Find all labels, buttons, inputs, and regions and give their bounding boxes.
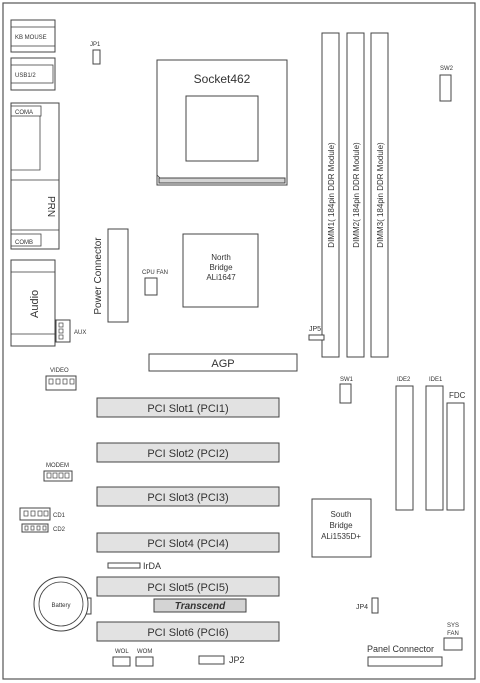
wom-connector: WOM [135, 649, 154, 667]
dimm1-slot: DIMM1( 184pin DDR Module) [321, 32, 340, 358]
sw1-label: SW1 [340, 377, 354, 383]
pci-slot-4-label: PCI Slot4 (PCI4) [147, 538, 228, 550]
sys-fan-connector: SYS FAN [443, 623, 463, 651]
panel-connector: Panel Connector [367, 644, 443, 667]
north-bridge-line1: North [211, 253, 231, 262]
pci-slot-6-label: PCI Slot6 (PCI6) [147, 627, 228, 639]
dimm3-label: DIMM3( 184pin DDR Module) [376, 142, 385, 248]
cd1-label: CD1 [53, 513, 66, 519]
pci-slot-2-label: PCI Slot2 (PCI2) [147, 448, 228, 460]
kb-mouse-port: KB MOUSE [10, 19, 56, 53]
video-connector: VIDEO [45, 368, 77, 391]
cpu-fan-label: CPU FAN [142, 270, 168, 276]
transcend-logo: Transcend [153, 598, 247, 613]
dimm2-slot: DIMM2( 184pin DDR Module) [346, 32, 365, 358]
north-bridge-line2: Bridge [209, 263, 233, 272]
pci-slot-1: PCI Slot1 (PCI1) [96, 397, 280, 418]
cpu-fan-connector: CPU FAN [142, 270, 168, 296]
aux-connector: AUX [55, 319, 86, 343]
cd2-label: CD2 [53, 527, 66, 533]
south-bridge-line1: South [331, 510, 352, 519]
ide1-connector: IDE1 [425, 377, 444, 511]
sw2-label: SW2 [440, 66, 454, 72]
socket-label: Socket462 [194, 72, 251, 86]
cd2-connector: CD2 [21, 523, 66, 533]
jp4-jumper: JP4 [356, 597, 379, 614]
power-connector-label: Power Connector [93, 237, 104, 315]
ide1-label: IDE1 [429, 377, 443, 383]
sys-fan-line1: SYS [447, 623, 459, 629]
usb-port: USB1/2 [10, 57, 56, 91]
jp5-jumper: JP5 [308, 326, 325, 341]
pci-slot-6: PCI Slot6 (PCI6) [96, 621, 280, 642]
south-bridge-line2: Bridge [329, 521, 353, 530]
comb-label: COMB [15, 240, 33, 246]
prn-label: PRN [45, 196, 56, 217]
battery: Battery [33, 576, 92, 632]
jp1-label: JP1 [90, 42, 101, 48]
pci-slot-1-label: PCI Slot1 (PCI1) [147, 403, 228, 415]
pci-slot-4: PCI Slot4 (PCI4) [96, 532, 280, 553]
pci-slot-3: PCI Slot3 (PCI3) [96, 486, 280, 507]
pci-slot-3-label: PCI Slot3 (PCI3) [147, 492, 228, 504]
agp-slot: AGP [148, 353, 298, 372]
fdc-connector: FDC [446, 391, 466, 511]
pci-slot-2: PCI Slot2 (PCI2) [96, 442, 280, 463]
panel-connector-label: Panel Connector [367, 644, 434, 654]
battery-label: Battery [51, 603, 70, 609]
north-bridge-line3: ALi1647 [206, 273, 236, 282]
north-bridge-chip: North Bridge ALi1647 [182, 233, 259, 308]
modem-connector: MODEM [43, 463, 73, 482]
cpu-socket: Socket462 [156, 59, 288, 186]
pci-slot-5-label: PCI Slot5 (PCI5) [147, 582, 228, 594]
dimm1-label: DIMM1( 184pin DDR Module) [327, 142, 336, 248]
irda-label: IrDA [143, 561, 161, 571]
sys-fan-line2: FAN [447, 631, 459, 637]
south-bridge-chip: South Bridge ALi1535D+ [311, 498, 372, 558]
wom-label: WOM [137, 649, 152, 655]
audio-label: Audio [29, 290, 41, 318]
ide2-label: IDE2 [397, 377, 411, 383]
irda-connector: IrDA [107, 561, 161, 571]
dimm2-label: DIMM2( 184pin DDR Module) [352, 142, 361, 248]
agp-label: AGP [211, 358, 234, 370]
transcend-label: Transcend [175, 601, 226, 612]
sw2-switch: SW2 [439, 66, 454, 102]
usb-label: USB1/2 [15, 73, 36, 79]
com-prn-block: COMA PRN COMB [10, 102, 60, 250]
dimm3-slot: DIMM3( 184pin DDR Module) [370, 32, 389, 358]
power-connector: Power Connector [93, 228, 129, 323]
jp4-label: JP4 [356, 604, 368, 611]
modem-label: MODEM [46, 463, 69, 469]
coma-label: COMA [15, 110, 33, 116]
jp2-jumper: JP2 [198, 655, 245, 665]
jp1-jumper: JP1 [90, 42, 101, 65]
wol-connector: WOL [112, 649, 131, 667]
aux-label: AUX [74, 330, 86, 336]
pci-slot-5: PCI Slot5 (PCI5) [96, 576, 280, 597]
kb-mouse-label: KB MOUSE [15, 35, 47, 41]
sw1-switch: SW1 [339, 377, 354, 404]
fdc-label: FDC [449, 391, 466, 400]
ide2-connector: IDE2 [395, 377, 414, 511]
video-label: VIDEO [50, 368, 69, 374]
audio-ports: Audio [10, 259, 56, 347]
jp2-label: JP2 [229, 655, 245, 665]
wol-label: WOL [115, 649, 129, 655]
jp5-label: JP5 [309, 326, 321, 333]
south-bridge-line3: ALi1535D+ [321, 532, 361, 541]
cd1-connector: CD1 [19, 507, 66, 521]
